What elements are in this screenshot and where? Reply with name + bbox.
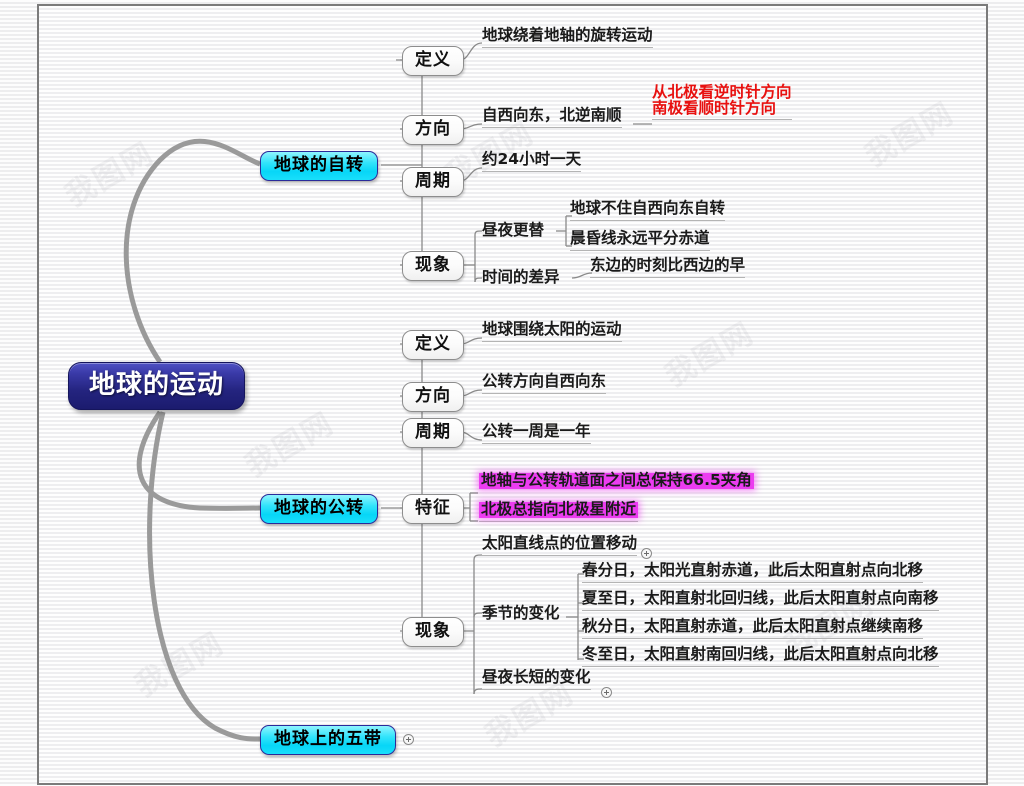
leaf-underline	[582, 609, 939, 611]
branch-node-five-zones[interactable]: 地球上的五带	[260, 725, 396, 755]
leaf-node[interactable]: 自西向东，北逆南顺	[482, 106, 622, 130]
subnode-revolution-direction[interactable]: 方向	[402, 382, 464, 412]
leaf-text: 太阳直线点的位置移动	[482, 534, 638, 552]
subnode-revolution-definition[interactable]: 定义	[402, 330, 464, 360]
leaf-node[interactable]: 地球围绕太阳的运动	[482, 320, 622, 344]
leaf-text: 地轴与公转轨道面之间总保持66.5夹角	[479, 471, 754, 489]
subnode-rotation-phenomena[interactable]: 现象	[402, 251, 464, 281]
leaf-node[interactable]: 约24小时一天	[482, 150, 582, 174]
leaf-underline	[582, 637, 924, 639]
leaf-underline	[482, 170, 582, 172]
leaf-node-highlighted[interactable]: 地轴与公转轨道面之间总保持66.5夹角	[479, 471, 754, 491]
leaf-underline	[590, 276, 746, 278]
leaf-text: 从北极看逆时针方向	[652, 83, 792, 101]
leaf-text: 冬至日，太阳直射南回归线，此后太阳直射点向北移	[582, 645, 939, 663]
leaf-underline	[482, 554, 638, 556]
subnode-rotation-direction[interactable]: 方向	[402, 115, 464, 145]
leaf-text: 昼夜长短的变化	[482, 668, 591, 686]
branch-node-revolution[interactable]: 地球的公转	[260, 494, 378, 524]
leaf-underline	[482, 46, 653, 48]
plus-icon[interactable]	[601, 687, 612, 698]
leaf-node-note[interactable]: 从北极看逆时针方向 南极看顺时针方向	[652, 83, 792, 122]
leaf-node[interactable]: 公转方向自西向东	[482, 372, 607, 396]
subnode-revolution-features[interactable]: 特征	[402, 494, 464, 524]
group-label-daylength-change[interactable]: 昼夜长短的变化	[482, 668, 591, 692]
leaf-text: 地球围绕太阳的运动	[482, 320, 622, 338]
leaf-node[interactable]: 地球不住自西向东自转	[570, 199, 726, 223]
subnode-revolution-phenomena[interactable]: 现象	[402, 617, 464, 647]
leaf-underline	[482, 688, 591, 690]
plus-icon[interactable]	[403, 734, 414, 745]
leaf-underline	[479, 520, 639, 522]
leaf-text: 约24小时一天	[482, 150, 582, 168]
leaf-underline	[482, 392, 607, 394]
leaf-underline	[582, 665, 939, 667]
leaf-underline	[482, 340, 622, 342]
group-label-time-difference[interactable]: 时间的差异	[482, 268, 560, 286]
group-label-sun-point-move[interactable]: 太阳直线点的位置移动	[482, 534, 638, 558]
leaf-underline	[570, 249, 710, 251]
leaf-text: 北极总指向北极星附近	[479, 500, 639, 518]
leaf-text: 地球不住自西向东自转	[570, 199, 726, 217]
leaf-underline	[570, 219, 726, 221]
leaf-text: 公转方向自西向东	[482, 372, 607, 390]
leaf-text: 南极看顺时针方向	[652, 98, 777, 117]
leaf-node-highlighted[interactable]: 北极总指向北极星附近	[479, 500, 639, 524]
leaf-node[interactable]: 冬至日，太阳直射南回归线，此后太阳直射点向北移	[582, 645, 939, 669]
leaf-text: 晨昏线永远平分赤道	[570, 229, 710, 247]
leaf-text: 公转一周是一年	[482, 422, 591, 440]
leaf-underline	[482, 442, 591, 444]
leaf-node[interactable]: 东边的时刻比西边的早	[590, 256, 746, 280]
leaf-node[interactable]: 晨昏线永远平分赤道	[570, 229, 710, 253]
group-label-seasonal-change[interactable]: 季节的变化	[482, 604, 560, 622]
root-node[interactable]: 地球的运动	[68, 362, 246, 410]
subnode-revolution-period[interactable]: 周期	[402, 418, 464, 448]
leaf-text: 东边的时刻比西边的早	[590, 256, 746, 274]
leaf-text: 自西向东，北逆南顺	[482, 106, 622, 124]
subnode-rotation-definition[interactable]: 定义	[402, 46, 464, 76]
leaf-underline	[482, 126, 622, 128]
leaf-node[interactable]: 夏至日，太阳直射北回归线，此后太阳直射点向南移	[582, 589, 939, 613]
group-label-day-night[interactable]: 昼夜更替	[482, 221, 545, 239]
leaf-text: 秋分日，太阳直射赤道，此后太阳直射点继续南移	[582, 617, 924, 635]
leaf-text: 夏至日，太阳直射北回归线，此后太阳直射点向南移	[582, 589, 939, 607]
leaf-node[interactable]: 秋分日，太阳直射赤道，此后太阳直射点继续南移	[582, 617, 924, 641]
leaf-text: 春分日，太阳光直射赤道，此后太阳直射点向北移	[582, 561, 924, 579]
leaf-underline	[582, 581, 924, 583]
branch-node-rotation[interactable]: 地球的自转	[260, 151, 378, 181]
subnode-rotation-period[interactable]: 周期	[402, 167, 464, 197]
leaf-node[interactable]: 公转一周是一年	[482, 422, 591, 446]
leaf-node[interactable]: 春分日，太阳光直射赤道，此后太阳直射点向北移	[582, 561, 924, 585]
plus-icon[interactable]	[641, 548, 652, 559]
leaf-text: 地球绕着地轴的旋转运动	[482, 26, 653, 44]
leaf-underline	[652, 119, 792, 120]
leaf-node[interactable]: 地球绕着地轴的旋转运动	[482, 26, 653, 50]
